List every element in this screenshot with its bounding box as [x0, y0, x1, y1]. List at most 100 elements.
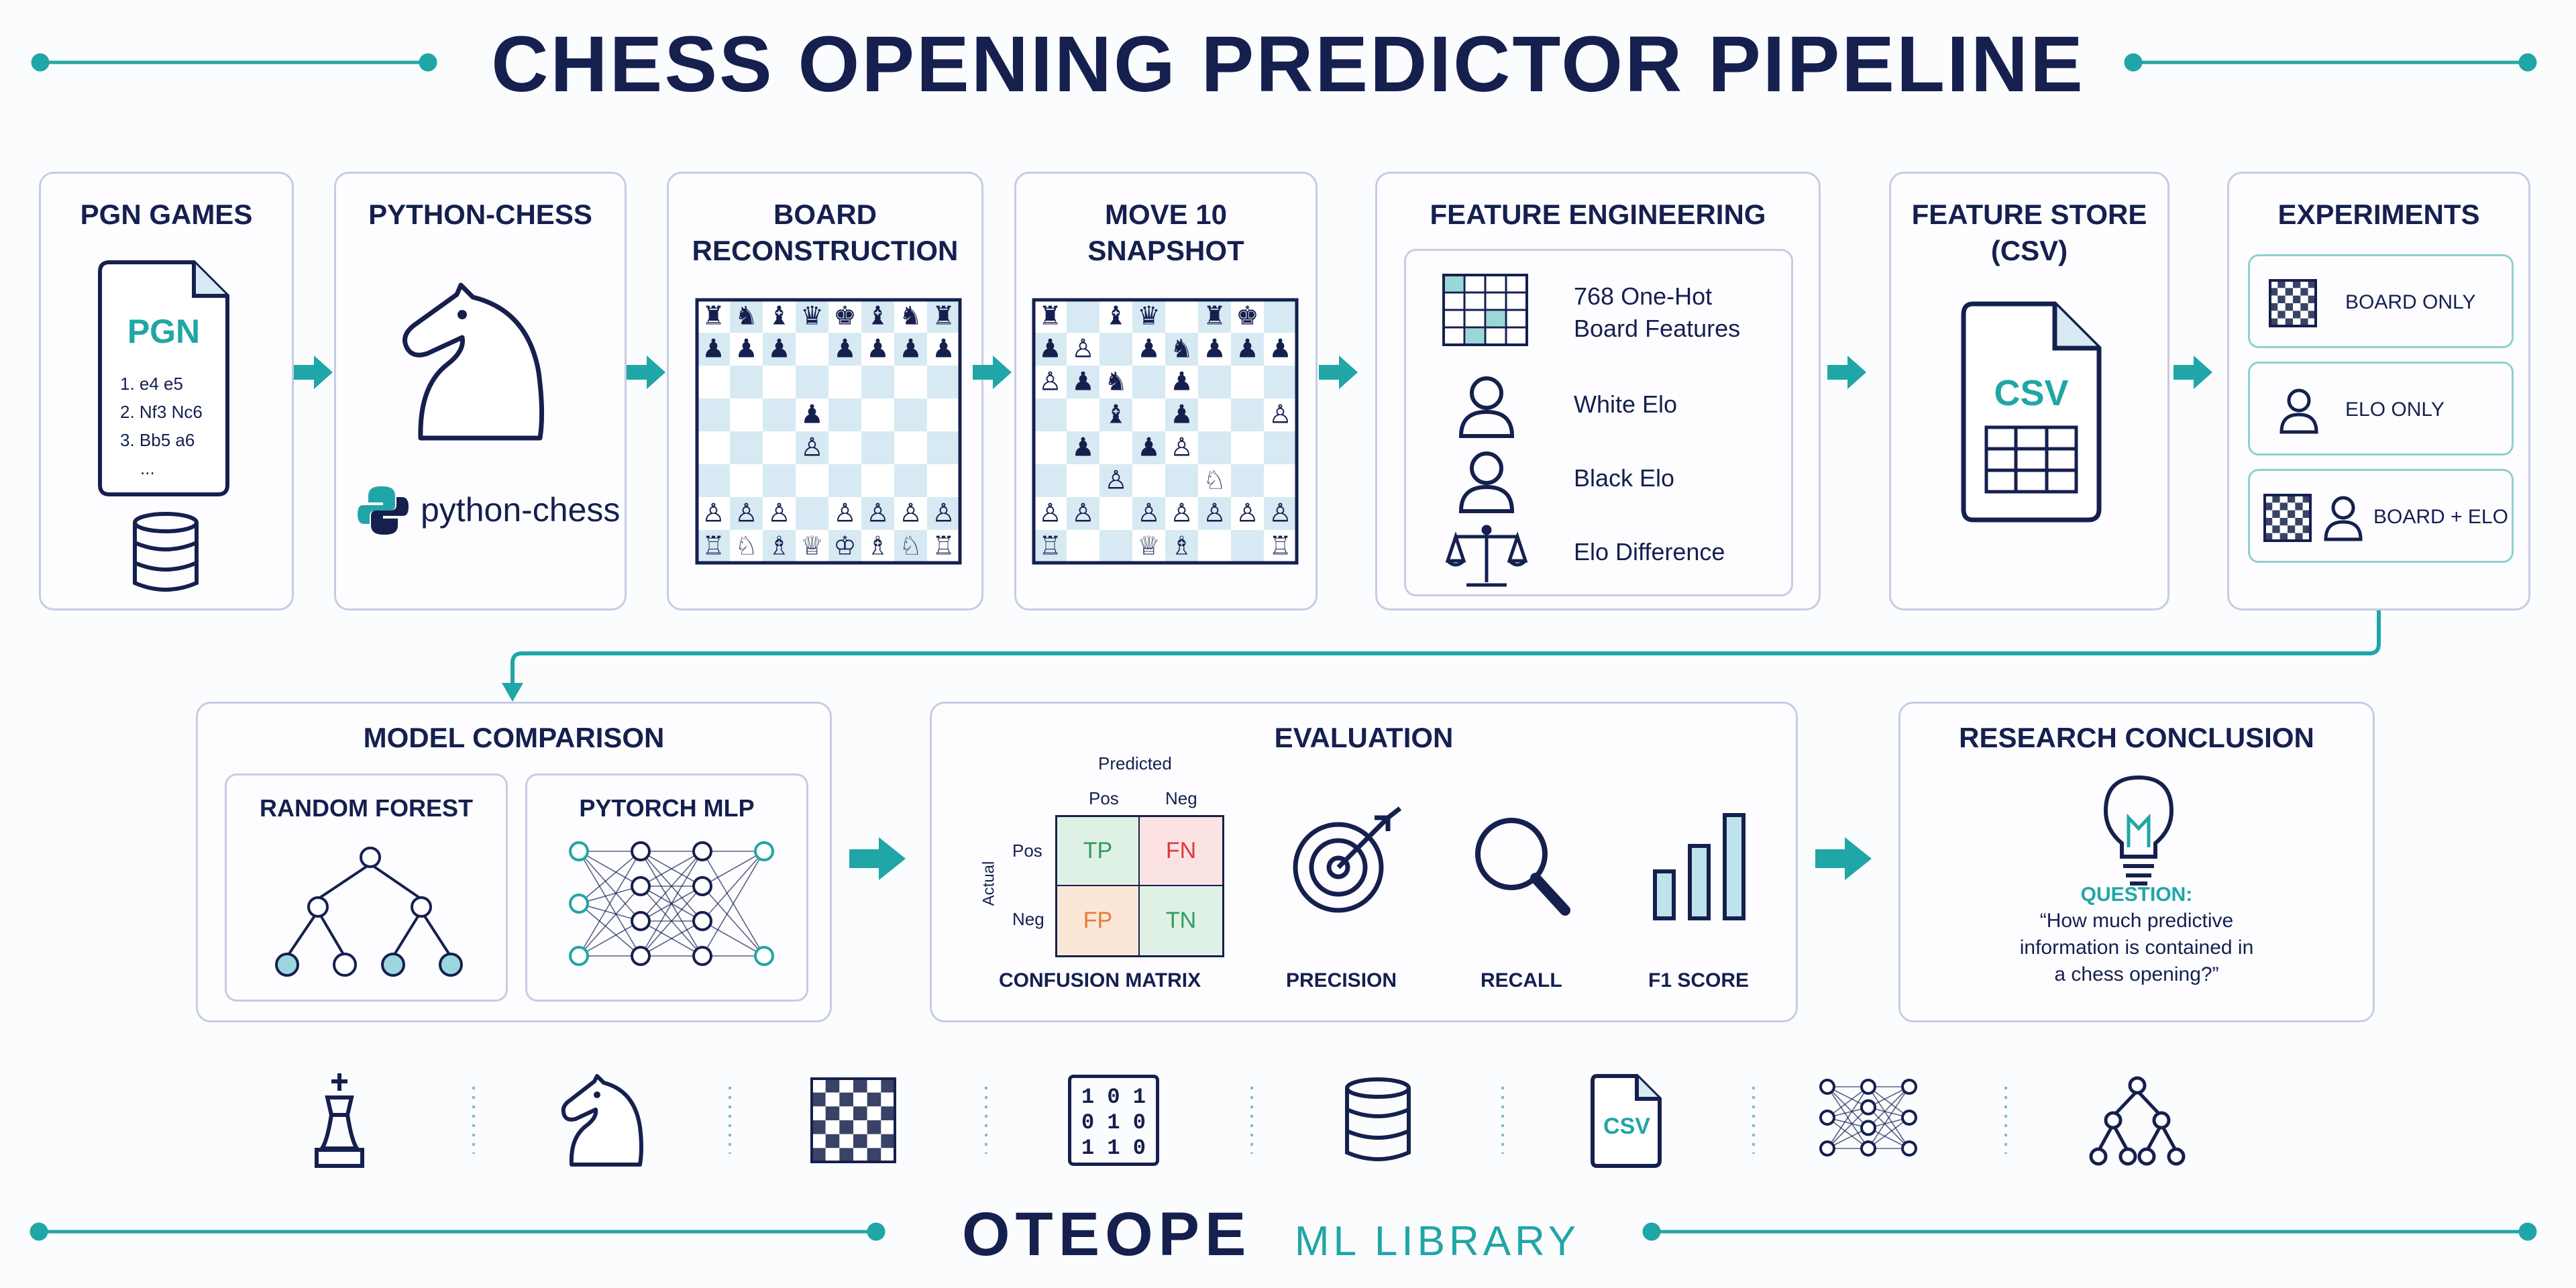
stage-title: MOVE 10 SNAPSHOT [1087, 199, 1244, 266]
chess-piece: ♟ [1170, 400, 1193, 429]
chess-piece: ♞ [1170, 334, 1193, 364]
footer-brand: OTEOPE ML LIBRARY [962, 1199, 1580, 1270]
stage-title: MODEL COMPARISON [363, 722, 665, 753]
chess-piece: ♕ [1137, 531, 1160, 561]
chess-piece: ♞ [1104, 367, 1127, 396]
lightbulb-icon [2103, 775, 2174, 885]
decision-tree-icon [275, 847, 463, 977]
model-label: PYTORCH MLP [579, 794, 755, 822]
chess-piece: ♖ [1269, 531, 1291, 561]
chess-piece: ♟ [1038, 334, 1061, 364]
chess-piece: ♙ [899, 498, 922, 528]
chess-piece: ♘ [735, 531, 757, 561]
network-node [569, 894, 589, 914]
stage-python-chess: PYTHON-CHESS python-chess [334, 172, 627, 610]
chess-piece: ♟ [800, 400, 823, 429]
chess-piece: ♟ [767, 334, 790, 364]
chess-piece: ♙ [767, 498, 790, 528]
binary-icon: 1 0 1 0 1 0 1 1 0 [1068, 1075, 1159, 1166]
model-random-forest: RANDOM FOREST [225, 773, 508, 1002]
matrix-caption: CONFUSION MATRIX [999, 969, 1201, 991]
network-node [1819, 1079, 1835, 1095]
network-node [1901, 1140, 1917, 1157]
chess-piece: ♗ [866, 531, 889, 561]
move-line: 1. e4 e5 [120, 374, 183, 394]
network-node [1819, 1140, 1835, 1157]
chess-piece: ♘ [1203, 466, 1226, 495]
stage-experiments: EXPERIMENTS BOARD ONLY ELO ONLY BOARD + … [2227, 172, 2530, 610]
network-node [692, 911, 712, 931]
model-label: RANDOM FOREST [260, 794, 473, 822]
neural-network-icon [569, 841, 774, 966]
chess-piece: ♟ [866, 334, 889, 364]
network-node [631, 911, 651, 931]
matrix-row-pos: Pos [1012, 841, 1042, 861]
chess-piece: ♙ [1038, 498, 1061, 528]
chess-piece: ♝ [866, 301, 889, 331]
chess-piece: ♟ [833, 334, 856, 364]
chess-piece: ♙ [833, 498, 856, 528]
stage-move-10-snapshot: MOVE 10 SNAPSHOT ♜♝♛♜♚♟♙♟♞♟♟♟♙♟♞♟♝♟♙♟♟♙♙… [1014, 172, 1318, 610]
csv-label: CSV [1994, 373, 2069, 413]
experiment-label: BOARD ONLY [2345, 291, 2476, 313]
network-node [692, 841, 712, 861]
chess-piece: ♖ [932, 531, 955, 561]
network-node [754, 946, 774, 966]
feature-list: 768 One-Hot Board Features White Elo Bla… [1404, 249, 1793, 596]
chess-piece: ♖ [1038, 531, 1061, 561]
stage-feature-store: FEATURE STORE (CSV) CSV [1889, 172, 2169, 610]
user-icon [2279, 388, 2318, 434]
binary-line: 1 0 1 [1081, 1085, 1146, 1110]
chess-piece: ♝ [1104, 301, 1127, 331]
chess-piece: ♝ [1104, 400, 1127, 429]
matrix-col-neg: Neg [1165, 788, 1197, 808]
bar-chart-icon [1653, 813, 1746, 920]
chess-board-image: ♜♞♝♛♚♝♞♜♟♟♟♟♟♟♟♟♙♙♙♙♙♙♙♙♖♘♗♕♔♗♘♖ [695, 298, 962, 565]
stage-title: PYTHON-CHESS [368, 199, 592, 230]
chess-piece: ♙ [735, 498, 757, 528]
chess-piece: ♙ [702, 498, 724, 528]
knight-icon [402, 282, 545, 441]
network-node [631, 841, 651, 861]
experiment-board-only[interactable]: BOARD ONLY [2248, 254, 2514, 348]
flow-arrow [973, 356, 1012, 389]
footer-csv-label: CSV [1603, 1114, 1650, 1139]
stage-title: FEATURE STORE (CSV) [1911, 199, 2147, 266]
move-line: ... [140, 458, 155, 478]
metric-label: PRECISION [1286, 969, 1397, 991]
neural-network-icon [1819, 1079, 1917, 1157]
experiment-elo-only[interactable]: ELO ONLY [2248, 362, 2514, 455]
network-node [631, 946, 651, 966]
grid-icon [1442, 274, 1528, 346]
pgn-moves: 1. e4 e5 2. Nf3 Nc6 3. Bb5 a6 ... [120, 370, 203, 482]
experiment-board-elo[interactable]: BOARD + ELO [2248, 469, 2514, 563]
network-node [1860, 1120, 1876, 1136]
flow-arrow [1319, 356, 1358, 389]
target-icon [1293, 806, 1402, 913]
csv-file-icon [1961, 301, 2102, 523]
stage-research-conclusion: RESEARCH CONCLUSION QUESTION: “How much … [1898, 702, 2375, 1022]
chess-piece: ♟ [932, 334, 955, 364]
chess-piece: ♚ [1236, 301, 1258, 331]
user-icon [1458, 451, 1515, 513]
network-node [1860, 1140, 1876, 1157]
chess-board-image: ♜♝♛♜♚♟♙♟♞♟♟♟♙♟♞♟♝♟♙♟♟♙♙♘♙♙♙♙♙♙♙♖♕♗♖ [1032, 298, 1299, 565]
stage-evaluation: EVALUATION Predicted Pos Neg Pos Neg Act… [930, 702, 1798, 1022]
balance-scale-icon [1445, 525, 1528, 587]
stage-feature-engineering: FEATURE ENGINEERING 768 One-Hot Board Fe… [1375, 172, 1821, 610]
model-pytorch-mlp: PYTORCH MLP [525, 773, 808, 1002]
research-question: “How much predictive information is cont… [2019, 910, 2254, 985]
metric-label: F1 SCORE [1648, 969, 1750, 991]
database-icon [133, 512, 199, 592]
python-logo-icon [358, 486, 409, 535]
binary-line: 0 1 0 [1081, 1110, 1146, 1135]
chess-piece: ♚ [833, 301, 856, 331]
python-chess-wordmark: python-chess [421, 491, 621, 529]
matrix-row-neg: Neg [1012, 909, 1044, 929]
network-node [692, 946, 712, 966]
pgn-doc-label: PGN [127, 313, 201, 350]
chess-piece: ♜ [702, 301, 724, 331]
chess-piece: ♟ [735, 334, 757, 364]
